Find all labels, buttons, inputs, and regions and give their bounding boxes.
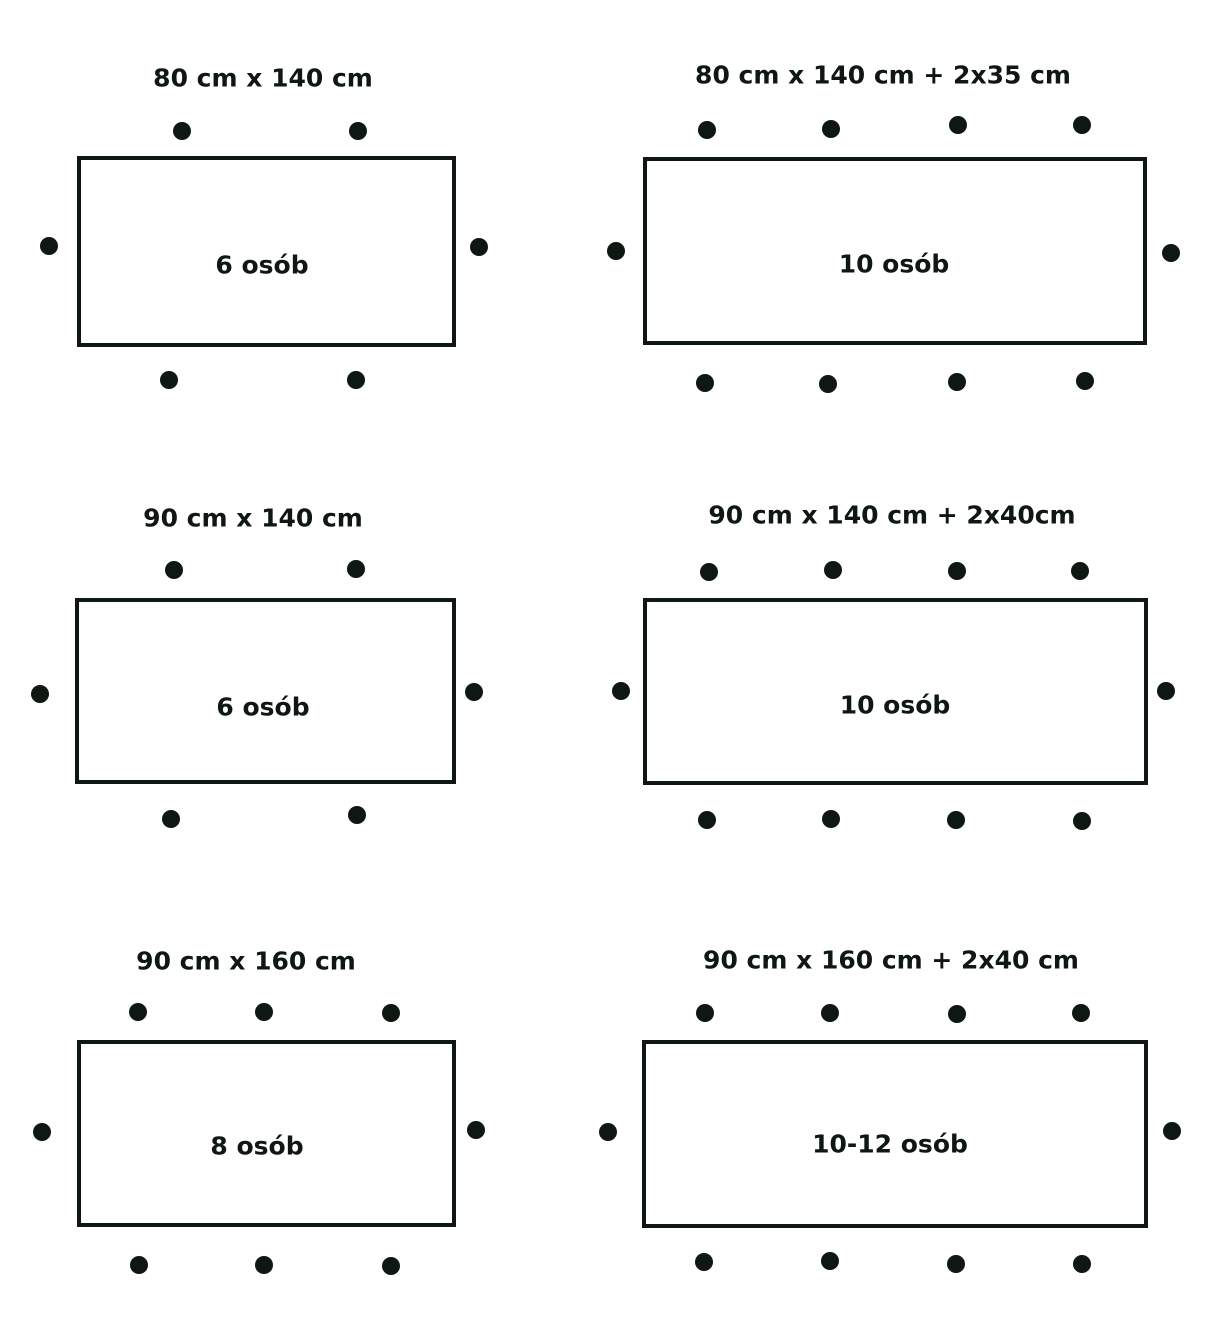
table-dimensions-title: 80 cm x 140 cm <box>153 63 373 93</box>
table-capacity-label: 10-12 osób <box>812 1129 968 1159</box>
table-capacity-label: 10 osób <box>838 249 950 279</box>
seat-dot <box>465 683 483 701</box>
seat-dot <box>347 560 365 578</box>
table-outline <box>75 598 456 784</box>
seat-dot <box>382 1004 400 1022</box>
seat-dot <box>165 561 183 579</box>
seat-dot <box>696 374 714 392</box>
seat-dot <box>599 1123 617 1141</box>
seat-dot <box>1073 1255 1091 1273</box>
table-capacity-label: 6 osób <box>215 250 309 280</box>
table-outline <box>77 1040 456 1227</box>
table-outline <box>642 1040 1148 1228</box>
table-dimensions-title: 90 cm x 160 cm <box>136 946 356 976</box>
seat-dot <box>255 1256 273 1274</box>
seat-dot <box>819 375 837 393</box>
seat-dot <box>382 1257 400 1275</box>
seat-dot <box>1076 372 1094 390</box>
table-dimensions-title: 90 cm x 140 cm + 2x40cm <box>708 500 1076 530</box>
seat-dot <box>470 238 488 256</box>
seat-dot <box>824 561 842 579</box>
table-dimensions-title: 80 cm x 140 cm + 2x35 cm <box>695 60 1071 90</box>
table-dimensions-title: 90 cm x 160 cm + 2x40 cm <box>703 945 1079 975</box>
seat-dot <box>696 1004 714 1022</box>
seat-dot <box>40 237 58 255</box>
seat-dot <box>1072 1004 1090 1022</box>
seat-dot <box>821 1004 839 1022</box>
seat-dot <box>1071 562 1089 580</box>
table-capacity-label: 8 osób <box>210 1131 304 1161</box>
seat-dot <box>947 1255 965 1273</box>
seat-dot <box>948 373 966 391</box>
seat-dot <box>612 682 630 700</box>
seat-dot <box>162 810 180 828</box>
seat-dot <box>1163 1122 1181 1140</box>
seat-dot <box>822 810 840 828</box>
seat-dot <box>1073 116 1091 134</box>
seat-dot <box>949 116 967 134</box>
table-capacity-label: 10 osób <box>839 690 951 720</box>
seat-dot <box>607 242 625 260</box>
seat-dot <box>129 1003 147 1021</box>
seat-dot <box>947 811 965 829</box>
seat-dot <box>467 1121 485 1139</box>
table-dimensions-title: 90 cm x 140 cm <box>143 503 363 533</box>
table-outline <box>643 157 1147 345</box>
seat-dot <box>1157 682 1175 700</box>
seat-dot <box>698 121 716 139</box>
seat-dot <box>1073 812 1091 830</box>
seat-dot <box>31 685 49 703</box>
seat-dot <box>255 1003 273 1021</box>
seat-dot <box>160 371 178 389</box>
table-outline <box>643 598 1148 785</box>
seat-dot <box>348 806 366 824</box>
table-capacity-label: 6 osób <box>216 692 310 722</box>
seat-dot <box>347 371 365 389</box>
seat-dot <box>700 563 718 581</box>
seat-dot <box>822 120 840 138</box>
seat-dot <box>948 1005 966 1023</box>
seat-dot <box>698 811 716 829</box>
seat-dot <box>948 562 966 580</box>
seat-dot <box>821 1252 839 1270</box>
seat-dot <box>130 1256 148 1274</box>
table-outline <box>77 156 456 347</box>
seat-dot <box>33 1123 51 1141</box>
seat-dot <box>695 1253 713 1271</box>
seat-dot <box>349 122 367 140</box>
seat-dot <box>173 122 191 140</box>
seat-dot <box>1162 244 1180 262</box>
